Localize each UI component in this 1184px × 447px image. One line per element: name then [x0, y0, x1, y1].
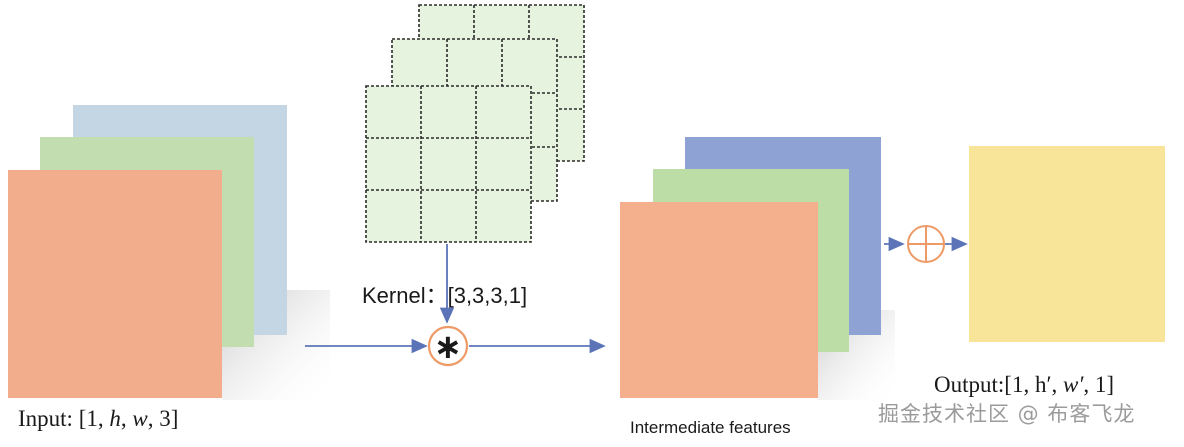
- output-label: Output:[1, h′, w′, 1]: [934, 372, 1114, 398]
- input-label-sep: ,: [120, 406, 133, 431]
- intermediate-orange-channel: [620, 202, 818, 398]
- kernel-stack: [365, 4, 585, 243]
- convolution-symbol: ∗: [434, 327, 463, 367]
- intermediate-stack: [620, 137, 895, 400]
- input-label-h: h: [109, 406, 121, 431]
- intermediate-features-label: Intermediate features: [630, 418, 791, 437]
- kernel-slice-front: [365, 85, 532, 243]
- output-label-suffix: , 1]: [1083, 372, 1115, 397]
- input-orange-channel: [8, 170, 222, 398]
- input-label: Input: [1, h, w, 3]: [18, 406, 178, 432]
- convolution-operator: ∗: [427, 325, 469, 367]
- input-label-suffix: , 3]: [147, 406, 179, 431]
- add-operator: [907, 225, 945, 263]
- input-label-w: w: [132, 406, 148, 431]
- output-label-w: w′: [1062, 372, 1084, 397]
- input-label-prefix: Input: [1,: [18, 406, 110, 431]
- output-label-prefix: Output:[1, h′,: [934, 372, 1063, 397]
- watermark: 掘金技术社区 @ 布客飞龙: [878, 402, 1136, 426]
- output-map: [969, 146, 1165, 342]
- kernel-label: Kernel：[3,3,3,1]: [362, 283, 528, 308]
- input-stack: [8, 105, 330, 400]
